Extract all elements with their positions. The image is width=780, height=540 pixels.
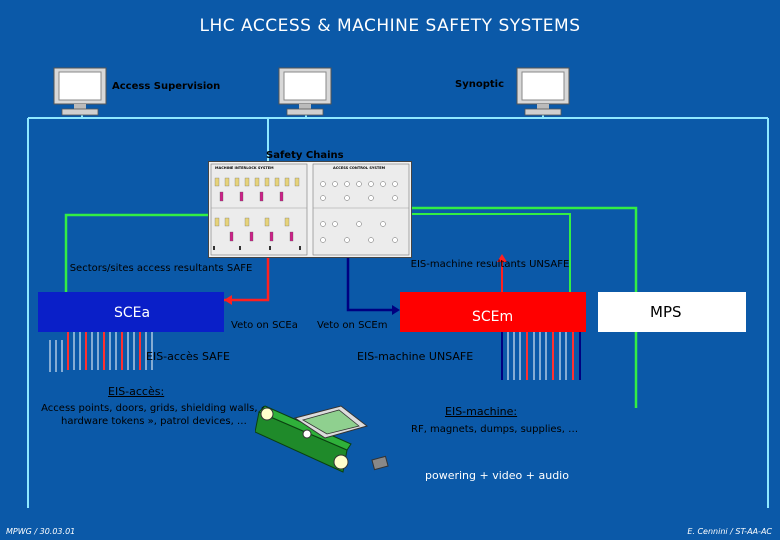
monitor-icon: [277, 66, 333, 118]
green-wire-mps: [410, 206, 638, 408]
monitor-icon: [515, 66, 571, 118]
veto-scea-arrow: [224, 295, 232, 305]
green-wire-scea: [64, 213, 213, 292]
powering-label: powering + video + audio: [425, 469, 569, 482]
eis-acces-description: Access points, doors, grids, shielding w…: [41, 403, 267, 427]
veto-scea-label: Veto on SCEa: [231, 320, 298, 331]
veto-scem-arrow: [392, 305, 400, 315]
scea-label: SCEa: [114, 305, 151, 321]
eis-machine-unsafe-label: EIS-machine UNSAFE: [357, 350, 474, 363]
scem-box: SCEm: [400, 292, 586, 332]
footer-left: MPWG / 30.03.01: [6, 527, 76, 536]
veto-scem-wire: [346, 240, 396, 312]
equipment-illustration: [254, 398, 400, 476]
safety-chains-label: Safety Chains: [266, 150, 344, 161]
mps-label: MPS: [650, 303, 682, 321]
synoptic-label: Synoptic: [455, 79, 505, 90]
eis-machine-resultants-label: EIS-machine resultants UNSAFE: [410, 259, 570, 270]
scea-box: SCEa: [38, 292, 224, 332]
sectors-resultants-label: Sectors/sites access resultants SAFE: [69, 263, 253, 274]
eis-acces-title: EIS-accès:: [108, 385, 165, 398]
scem-navy-lines: [501, 332, 581, 380]
scea-io-lines: [73, 332, 153, 370]
scea-red-lines: [67, 332, 141, 370]
scem-label: SCEm: [472, 309, 514, 325]
eis-machine-description: RF, magnets, dumps, supplies, …: [411, 424, 579, 435]
veto-scea-wire: [224, 255, 270, 302]
panel-right-title: ACCESS CONTROL SYSTEM: [333, 166, 386, 170]
eis-acces-safe-label: EIS-accès SAFE: [146, 350, 230, 363]
page-title: LHC ACCESS & MACHINE SAFETY SYSTEMS: [199, 16, 581, 36]
monitor-icon: [52, 66, 108, 118]
safety-chains-panel: MACHINE INTERLOCK SYSTEM ACCESS CONTROL …: [208, 161, 412, 258]
scem-io-lines: [507, 332, 567, 380]
mps-box: MPS: [598, 292, 746, 332]
scem-red-lines: [526, 332, 574, 380]
veto-scem-label: Veto on SCEm: [317, 320, 388, 331]
panel-left-title: MACHINE INTERLOCK SYSTEM: [215, 166, 274, 170]
footer-right: E. Cennini / ST-AA-AC: [687, 527, 772, 536]
green-wire-scem: [410, 213, 571, 292]
access-supervision-label: Access Supervision: [112, 81, 221, 92]
eis-machine-title: EIS-machine:: [445, 405, 518, 418]
